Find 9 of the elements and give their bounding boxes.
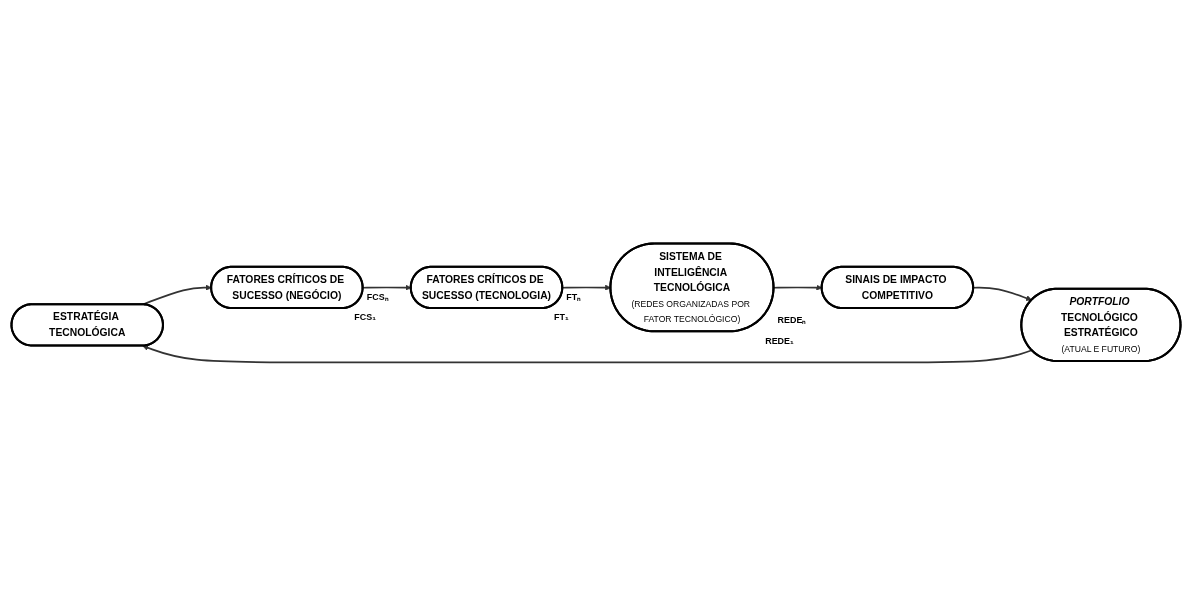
stack-label: FTₙ: [566, 291, 582, 302]
arrow: [142, 345, 1033, 364]
stack-label: FT₁: [554, 312, 569, 323]
stack-label: FCS₁: [354, 312, 376, 323]
stack-label: REDEₙ: [777, 315, 807, 326]
arrow: [972, 286, 1033, 302]
arrow: [362, 284, 412, 291]
stack-label: REDE₁: [765, 335, 794, 346]
stack-label: FCSₙ: [366, 291, 389, 302]
